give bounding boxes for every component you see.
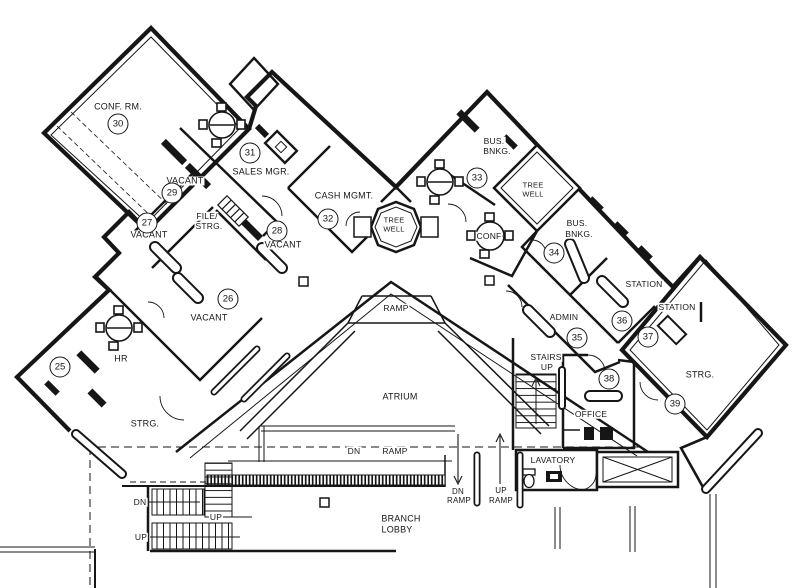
dashed-lines [56,111,640,588]
toilet [522,468,536,489]
round-table [95,305,143,351]
ramp-corridor [206,474,446,486]
sink-basin [550,474,558,479]
station-desk [656,314,688,346]
copier [263,129,299,165]
round-table [416,159,464,205]
dark-desks [44,109,653,482]
outer-walls [14,25,789,490]
columns [298,275,495,508]
thin-wall-lines [0,425,717,588]
round-table [466,212,514,259]
tree-well-diamond [492,143,582,233]
desk-capsules [149,238,629,402]
stairs [149,366,566,550]
tree-well-octagon [353,200,439,254]
elevator-shaft [595,450,680,489]
round-table [198,102,246,148]
door-swings [134,195,659,491]
file-shelving [216,194,250,228]
furniture [44,102,688,489]
ramp-arrows [453,432,505,486]
